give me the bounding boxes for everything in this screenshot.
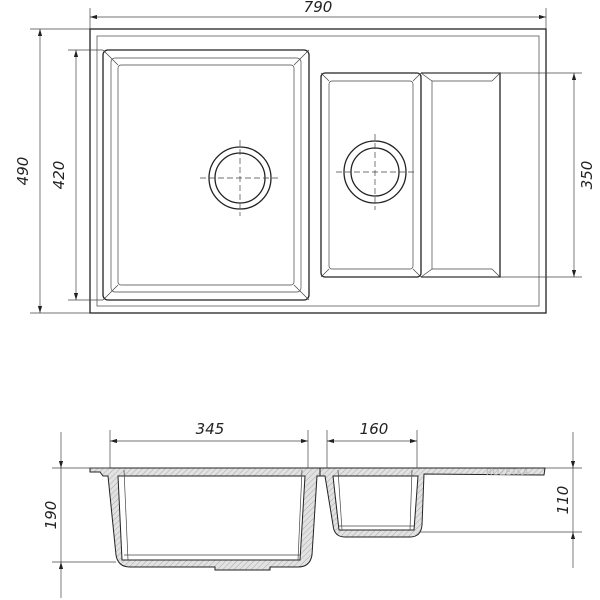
drainboard [420, 72, 501, 278]
dimension-label: 350 [578, 161, 596, 190]
dimension-110: 110 [420, 432, 582, 568]
dimension-label: 790 [304, 0, 333, 16]
dimension-490: 490 [14, 28, 90, 314]
section-view: ROZETKA 345 160 190 110 [42, 420, 582, 598]
dimension-190: 190 [42, 432, 116, 598]
main-bowl [102, 49, 310, 301]
dimension-label: 420 [50, 161, 68, 190]
dimension-label: 345 [196, 420, 225, 438]
dimension-790: 790 [89, 0, 547, 29]
dimension-label: 160 [360, 420, 389, 438]
sink-rim [96, 35, 540, 307]
dimension-350: 350 [421, 72, 596, 278]
small-bowl-section [319, 467, 546, 538]
small-bowl [320, 72, 422, 278]
dimension-420: 420 [50, 49, 103, 301]
dimension-160: 160 [326, 420, 418, 468]
dimension-label: 110 [554, 486, 572, 515]
main-bowl-section [89, 467, 321, 571]
dimension-label: 190 [42, 501, 60, 530]
dimension-label: 490 [14, 157, 32, 186]
dimension-345: 345 [109, 420, 309, 468]
main-drain-icon [200, 140, 280, 216]
sink-outline [89, 28, 547, 314]
top-view: 790 490 420 350 [14, 0, 596, 314]
watermark: ROZETKA [486, 468, 529, 478]
small-drain-icon [336, 134, 414, 210]
